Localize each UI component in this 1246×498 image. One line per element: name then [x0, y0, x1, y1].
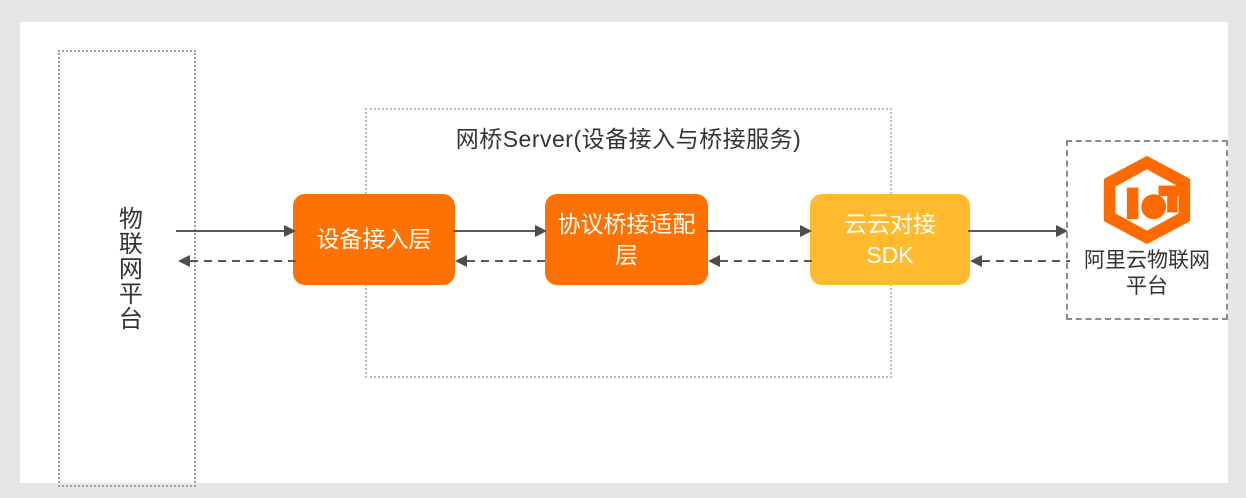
left-iot-platform-label: 物联网平台 — [114, 206, 142, 331]
box-protocol-bridge-adapter-layer-label: 协议桥接适配层 — [557, 211, 696, 268]
right-aliyun-iot-platform-label: 阿里云物联网平台 — [1084, 249, 1210, 299]
right-aliyun-iot-platform-box: 阿里云物联网平台 — [1066, 140, 1228, 320]
left-iot-platform-label-wrap: 物联网平台 — [60, 52, 194, 485]
box-cloud-to-cloud-sdk[interactable]: 云云对接 SDK — [810, 194, 970, 285]
box-protocol-bridge-adapter-layer[interactable]: 协议桥接适配层 — [545, 194, 708, 285]
iot-hexagon-logo-icon — [1103, 155, 1191, 245]
box-device-access-layer-label: 设备接入层 — [316, 226, 432, 253]
bridge-server-title: 网桥Server(设备接入与桥接服务) — [455, 126, 802, 152]
box-device-access-layer[interactable]: 设备接入层 — [293, 194, 455, 285]
connector-cloud-sdk-to-aliyun-platform — [968, 220, 1070, 242]
box-cloud-to-cloud-sdk-line1: 云云对接 — [844, 211, 936, 238]
diagram-sheet: 物联网平台 网桥Server(设备接入与桥接服务) 设备接入层 协议桥接适配层 … — [20, 22, 1228, 487]
left-iot-platform-box: 物联网平台 — [58, 50, 196, 487]
connector-aliyun-platform-to-cloud-sdk — [968, 250, 1070, 272]
box-cloud-to-cloud-sdk-line2: SDK — [866, 241, 914, 268]
box-cloud-to-cloud-sdk-label: 云云对接 SDK — [844, 209, 936, 270]
